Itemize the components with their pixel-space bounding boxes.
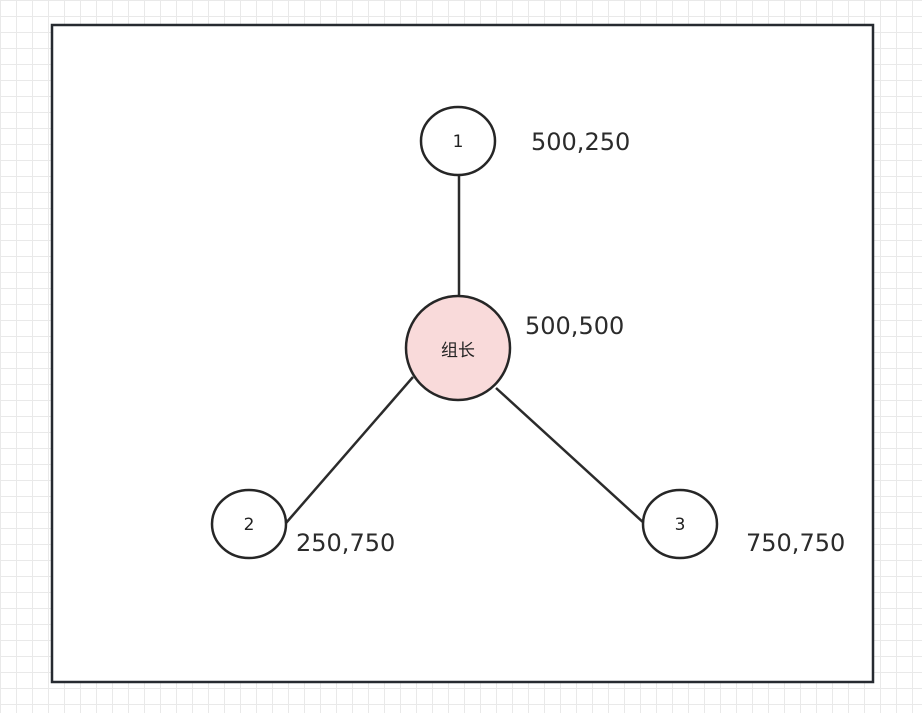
node-leader-coordinates: 500,500	[525, 312, 624, 340]
node-leader[interactable]: 组长	[404, 294, 512, 402]
node-1-label: 1	[453, 132, 464, 152]
node-2[interactable]: 2	[210, 488, 288, 560]
node-3-circle[interactable]	[641, 488, 719, 560]
node-1[interactable]: 1	[419, 105, 497, 177]
node-leader-circle[interactable]	[404, 294, 512, 402]
node-3[interactable]: 3	[641, 488, 719, 560]
node-2-coordinates: 250,750	[296, 529, 395, 557]
node-leader-label: 组长	[441, 341, 475, 361]
node-1-coordinates: 500,250	[531, 128, 630, 156]
node-3-coordinates: 750,750	[746, 529, 845, 557]
node-2-label: 2	[244, 515, 255, 535]
node-3-label: 3	[675, 515, 686, 535]
node-1-circle[interactable]	[419, 105, 497, 177]
node-2-circle[interactable]	[210, 488, 288, 560]
edge-leader-to-node-3[interactable]	[495, 387, 646, 525]
edge-leader-to-node-2[interactable]	[285, 376, 414, 524]
